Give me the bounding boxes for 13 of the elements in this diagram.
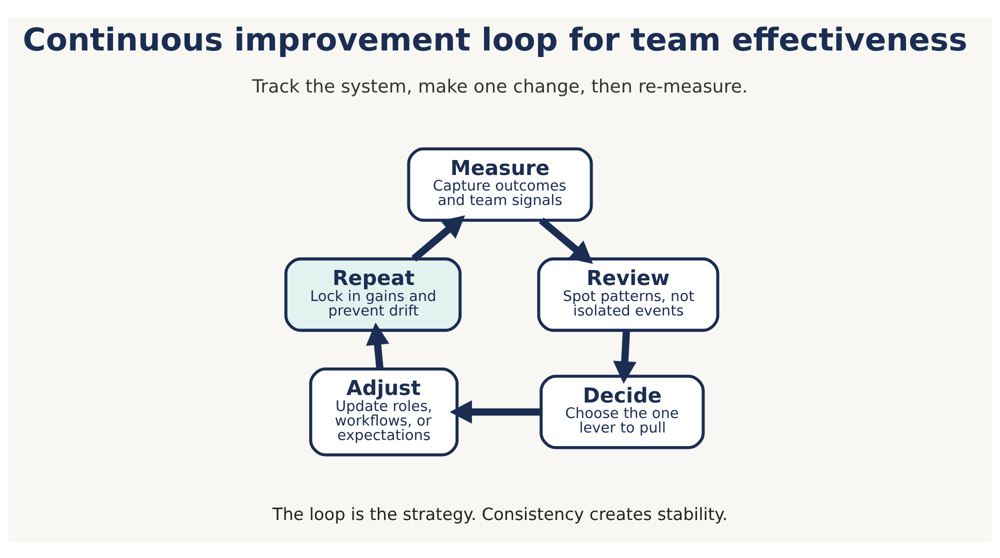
node-box: Decide Choose the one lever to pull: [540, 374, 705, 449]
arrow: [538, 217, 593, 264]
node-box: Repeat Lock in gains and prevent drift: [284, 256, 462, 332]
arrow: [366, 322, 390, 369]
label: Track the system, make one change, then re-measure.: [252, 76, 748, 98]
arrow: [411, 214, 466, 262]
diagram-title: Continuous improvement loop for team effectiveness: [22, 22, 968, 58]
arrow: [450, 400, 542, 424]
caption: The loop is the strategy. Consistency creates stability.: [272, 503, 728, 524]
node-box: Review Spot patterns, not isolated events: [537, 256, 720, 332]
arrow: [613, 330, 636, 384]
node-box: Adjust Update roles, workflows, or expectations: [309, 367, 459, 456]
node-box: Measure Capture outcomes and team signals: [407, 146, 593, 222]
